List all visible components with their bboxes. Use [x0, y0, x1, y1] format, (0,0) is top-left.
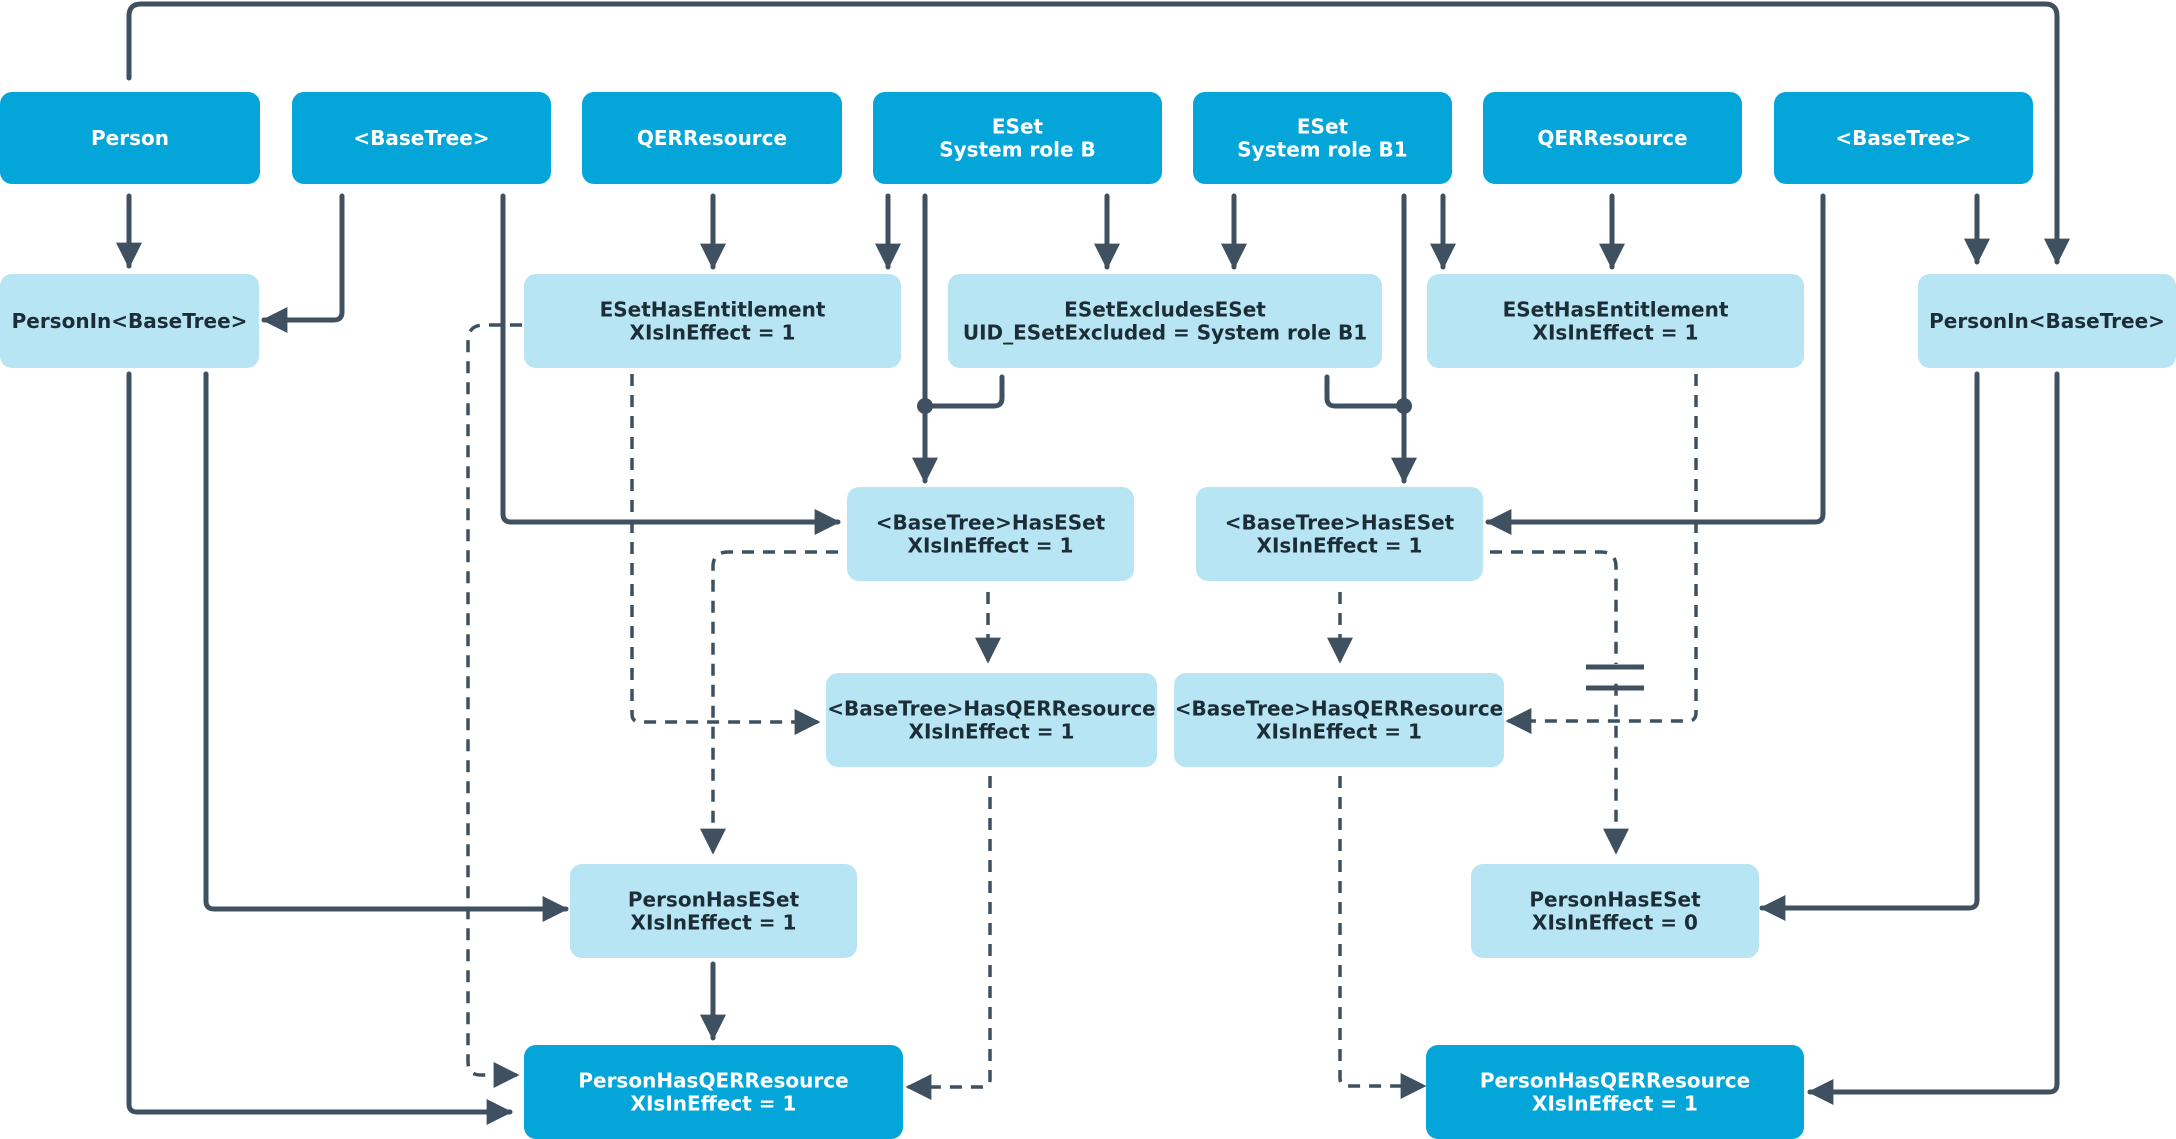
node-person-top: Person	[0, 92, 260, 184]
node-basetree-top-2: <BaseTree>	[1774, 92, 2033, 184]
node-label-line: XIsInEffect = 1	[1532, 1092, 1698, 1116]
node-qerresource-top-2: QERResource	[1483, 92, 1742, 184]
edge-basetreehaseset-to-personhaseset-left	[700, 550, 838, 855]
edge-personin-to-personhaseset-left	[203, 371, 569, 922]
node-box	[1193, 92, 1452, 184]
node-label-line: XIsInEffect = 1	[1256, 720, 1422, 744]
node-box	[0, 92, 260, 184]
node-box	[873, 92, 1162, 184]
edge-excludes-join-right	[1324, 374, 1407, 409]
edge-entitlement-to-basetreehasqer-right	[1505, 374, 1698, 734]
node-box	[524, 1045, 903, 1139]
node-box	[1426, 1045, 1804, 1139]
node-label-line: UID_ESetExcluded = System role B1	[963, 321, 1367, 345]
node-box	[826, 673, 1157, 767]
node-label-line: System role B1	[1237, 138, 1407, 162]
node-box	[1471, 864, 1759, 958]
node-label-line: ESetExcludesESet	[1064, 298, 1266, 322]
node-label-line: XIsInEffect = 1	[1257, 534, 1423, 558]
junction-dot-left	[917, 398, 933, 414]
node-label-line: ESetHasEntitlement	[600, 298, 826, 322]
node-label-line: QERResource	[637, 126, 787, 150]
node-label-line: PersonHasESet	[1529, 888, 1701, 912]
node-box	[847, 487, 1134, 581]
node-label-line: System role B	[939, 138, 1096, 162]
node-label-line: PersonHasESet	[628, 888, 800, 912]
junction-dot-right	[1396, 398, 1412, 414]
node-label-line: <BaseTree>	[353, 126, 489, 150]
node-label-line: ESet	[1297, 115, 1349, 139]
edge-basetreehasqer-to-personhasqer-left	[905, 776, 992, 1100]
edge-basetree2-to-basetreehaseset-right	[1485, 193, 1826, 535]
node-label-line: <BaseTree>HasESet	[1225, 511, 1455, 535]
dashed-connectors	[466, 323, 1698, 1100]
edge-personin-to-personhasqer-left	[126, 371, 513, 1125]
node-label-line: PersonHasQERResource	[578, 1069, 848, 1093]
node-box	[948, 274, 1382, 368]
node-label-line: QERResource	[1537, 126, 1687, 150]
node-basetree-top-1: <BaseTree>	[292, 92, 551, 184]
edge-basetree-to-personin-left	[261, 193, 345, 333]
node-label-line: XIsInEffect = 1	[630, 321, 796, 345]
node-box	[524, 274, 901, 368]
edge-personin-to-personhasqer-right	[1807, 371, 2060, 1105]
node-label-line: XIsInEffect = 0	[1532, 911, 1698, 935]
node-label-line: XIsInEffect = 1	[631, 911, 797, 935]
node-label-line: Person	[91, 126, 169, 150]
blocked-marker	[1582, 664, 1648, 691]
node-label-line: ESet	[992, 115, 1044, 139]
node-box	[582, 92, 842, 184]
node-label-line: XIsInEffect = 1	[909, 720, 1075, 744]
node-label-line: XIsInEffect = 1	[1533, 321, 1699, 345]
node-label-line: XIsInEffect = 1	[908, 534, 1074, 558]
edge-person-to-personin-right	[126, 1, 2070, 265]
edge-excludes-join-left	[922, 374, 1005, 409]
edge-basetree-to-basetreehaseset-left	[500, 193, 841, 535]
node-qerresource-top-1: QERResource	[582, 92, 842, 184]
node-label-line: PersonIn<BaseTree>	[12, 309, 248, 333]
node-label-line: <BaseTree>HasESet	[876, 511, 1106, 535]
node-box	[0, 274, 259, 368]
edge-personin-to-personhaseset-right	[1759, 371, 1980, 921]
node-label-line: <BaseTree>HasQERResource	[1175, 697, 1504, 721]
node-label-line: ESetHasEntitlement	[1503, 298, 1729, 322]
node-personin-left: PersonIn<BaseTree>	[0, 274, 259, 368]
node-label-line: PersonHasQERResource	[1480, 1069, 1750, 1093]
node-box	[1196, 487, 1483, 581]
node-box	[292, 92, 551, 184]
node-label-line: <BaseTree>	[1835, 126, 1971, 150]
edge-basetreehasqer-to-personhasqer-right	[1338, 776, 1427, 1099]
node-label-line: PersonIn<BaseTree>	[1929, 309, 2165, 333]
edge-entitlement-to-personhasqer-left	[466, 323, 522, 1088]
edge-basetreehaseset-to-personhaseset-right	[1490, 550, 1629, 855]
node-box	[1918, 274, 2176, 368]
node-label-line: XIsInEffect = 1	[631, 1092, 797, 1116]
node-box	[1427, 274, 1804, 368]
edge-entitlement-to-basetreehasqer-left	[630, 374, 821, 735]
node-personin-right: PersonIn<BaseTree>	[1918, 274, 2176, 368]
node-box	[570, 864, 857, 958]
node-label-line: <BaseTree>HasQERResource	[827, 697, 1156, 721]
node-box	[1174, 673, 1504, 767]
solid-connectors	[116, 1, 2070, 1125]
node-box	[1483, 92, 1742, 184]
node-box	[1774, 92, 2033, 184]
